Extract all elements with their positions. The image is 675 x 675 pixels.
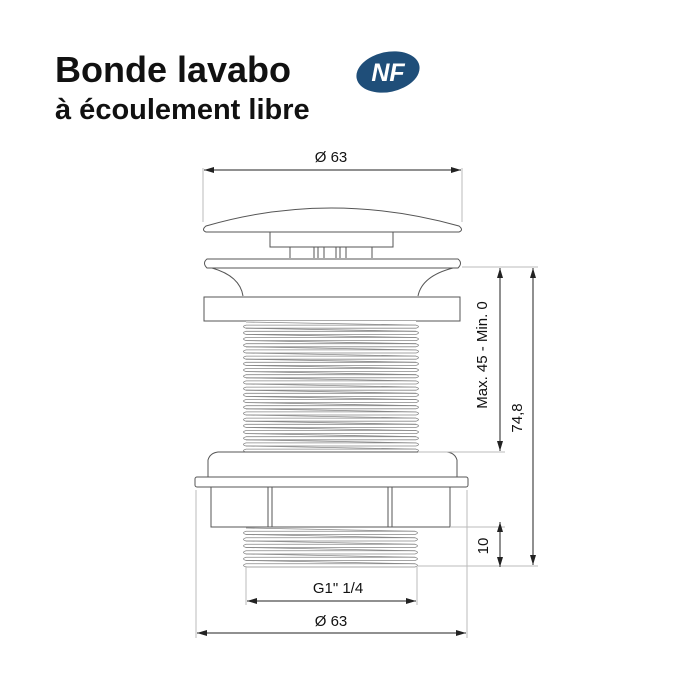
thread-size-dimension: G1" 1/4 (245, 566, 418, 605)
clamping-range-label: Max. 45 - Min. 0 (474, 301, 491, 409)
bottom-diameter-label: Ø 63 (315, 613, 348, 630)
lower-collar (194, 451, 469, 528)
thread-length-label: 10 (475, 538, 492, 555)
nf-certification-badge: NF (356, 51, 420, 93)
bottom-diameter-dimension: Ø 63 (195, 490, 468, 638)
clamping-range-dimension: Max. 45 - Min. 0 (418, 266, 505, 453)
thread-size-label: G1" 1/4 (313, 580, 363, 597)
total-height-label: 74,8 (509, 403, 526, 432)
page-title: Bonde lavabo (55, 49, 292, 90)
drain-cap (203, 207, 462, 258)
cap-stem-ribs (289, 247, 373, 258)
page-subtitle: à écoulement libre (55, 94, 310, 126)
locking-nut (203, 296, 461, 322)
drain-flange (204, 258, 461, 297)
bottom-thread-lines (243, 527, 418, 568)
nf-badge-label: NF (371, 59, 405, 87)
top-diameter-dimension: Ø 63 (202, 149, 463, 222)
total-height-dimension: 74,8 (418, 266, 538, 567)
thread-lines (243, 321, 419, 453)
thread-length-dimension: 10 (450, 522, 505, 567)
top-diameter-label: Ø 63 (315, 149, 348, 166)
